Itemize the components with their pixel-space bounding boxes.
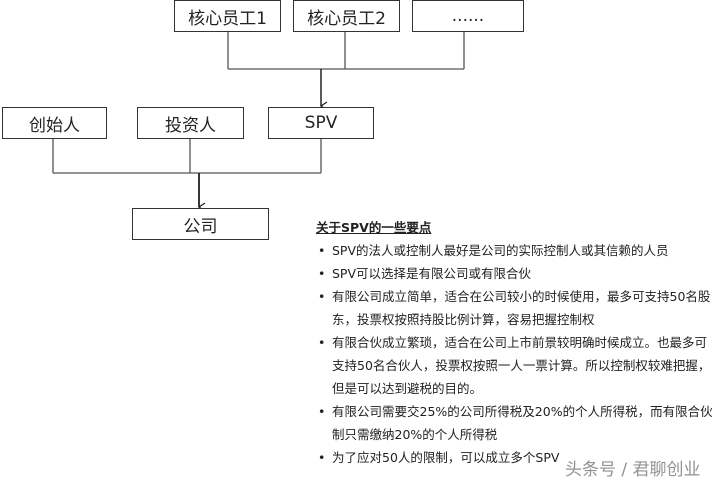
note-item: 有限合伙成立繁琐，适合在公司上市前景较明确时候成立。也最多可支持50名合伙人，投… <box>318 331 717 400</box>
note-item: SPV可以选择是有限公司或有限合伙 <box>318 262 717 285</box>
employee-connector <box>227 31 465 70</box>
note-item: SPV的法人或控制人最好是公司的实际控制人或其信赖的人员 <box>318 239 717 262</box>
watermark: 头条号 / 君聊创业 <box>565 460 701 480</box>
notes-title: 关于SPV的一些要点 <box>316 220 432 235</box>
more-employees-box: ...... <box>412 0 524 32</box>
founder-connector <box>52 138 322 174</box>
core-employee-2-box: 核心员工2 <box>293 0 400 32</box>
investor-box: 投资人 <box>137 107 244 139</box>
spv-notes: 关于SPV的一些要点 SPV的法人或控制人最好是公司的实际控制人或其信赖的人员 … <box>312 216 717 469</box>
spv-box: SPV <box>268 107 374 139</box>
note-item: 有限公司成立简单，适合在公司较小的时候使用，最多可支持50名股东，投票权按照持股… <box>318 285 717 331</box>
note-item: 为了应对50人的限制，可以成立多个SPV <box>318 446 717 469</box>
note-item: 有限公司需要交25%的公司所得税及20%的个人所得税，而有限合伙制只需缴纳20%… <box>318 400 717 446</box>
core-employee-1-box: 核心员工1 <box>174 0 281 32</box>
founder-box: 创始人 <box>2 107 107 139</box>
company-box: 公司 <box>132 208 269 240</box>
